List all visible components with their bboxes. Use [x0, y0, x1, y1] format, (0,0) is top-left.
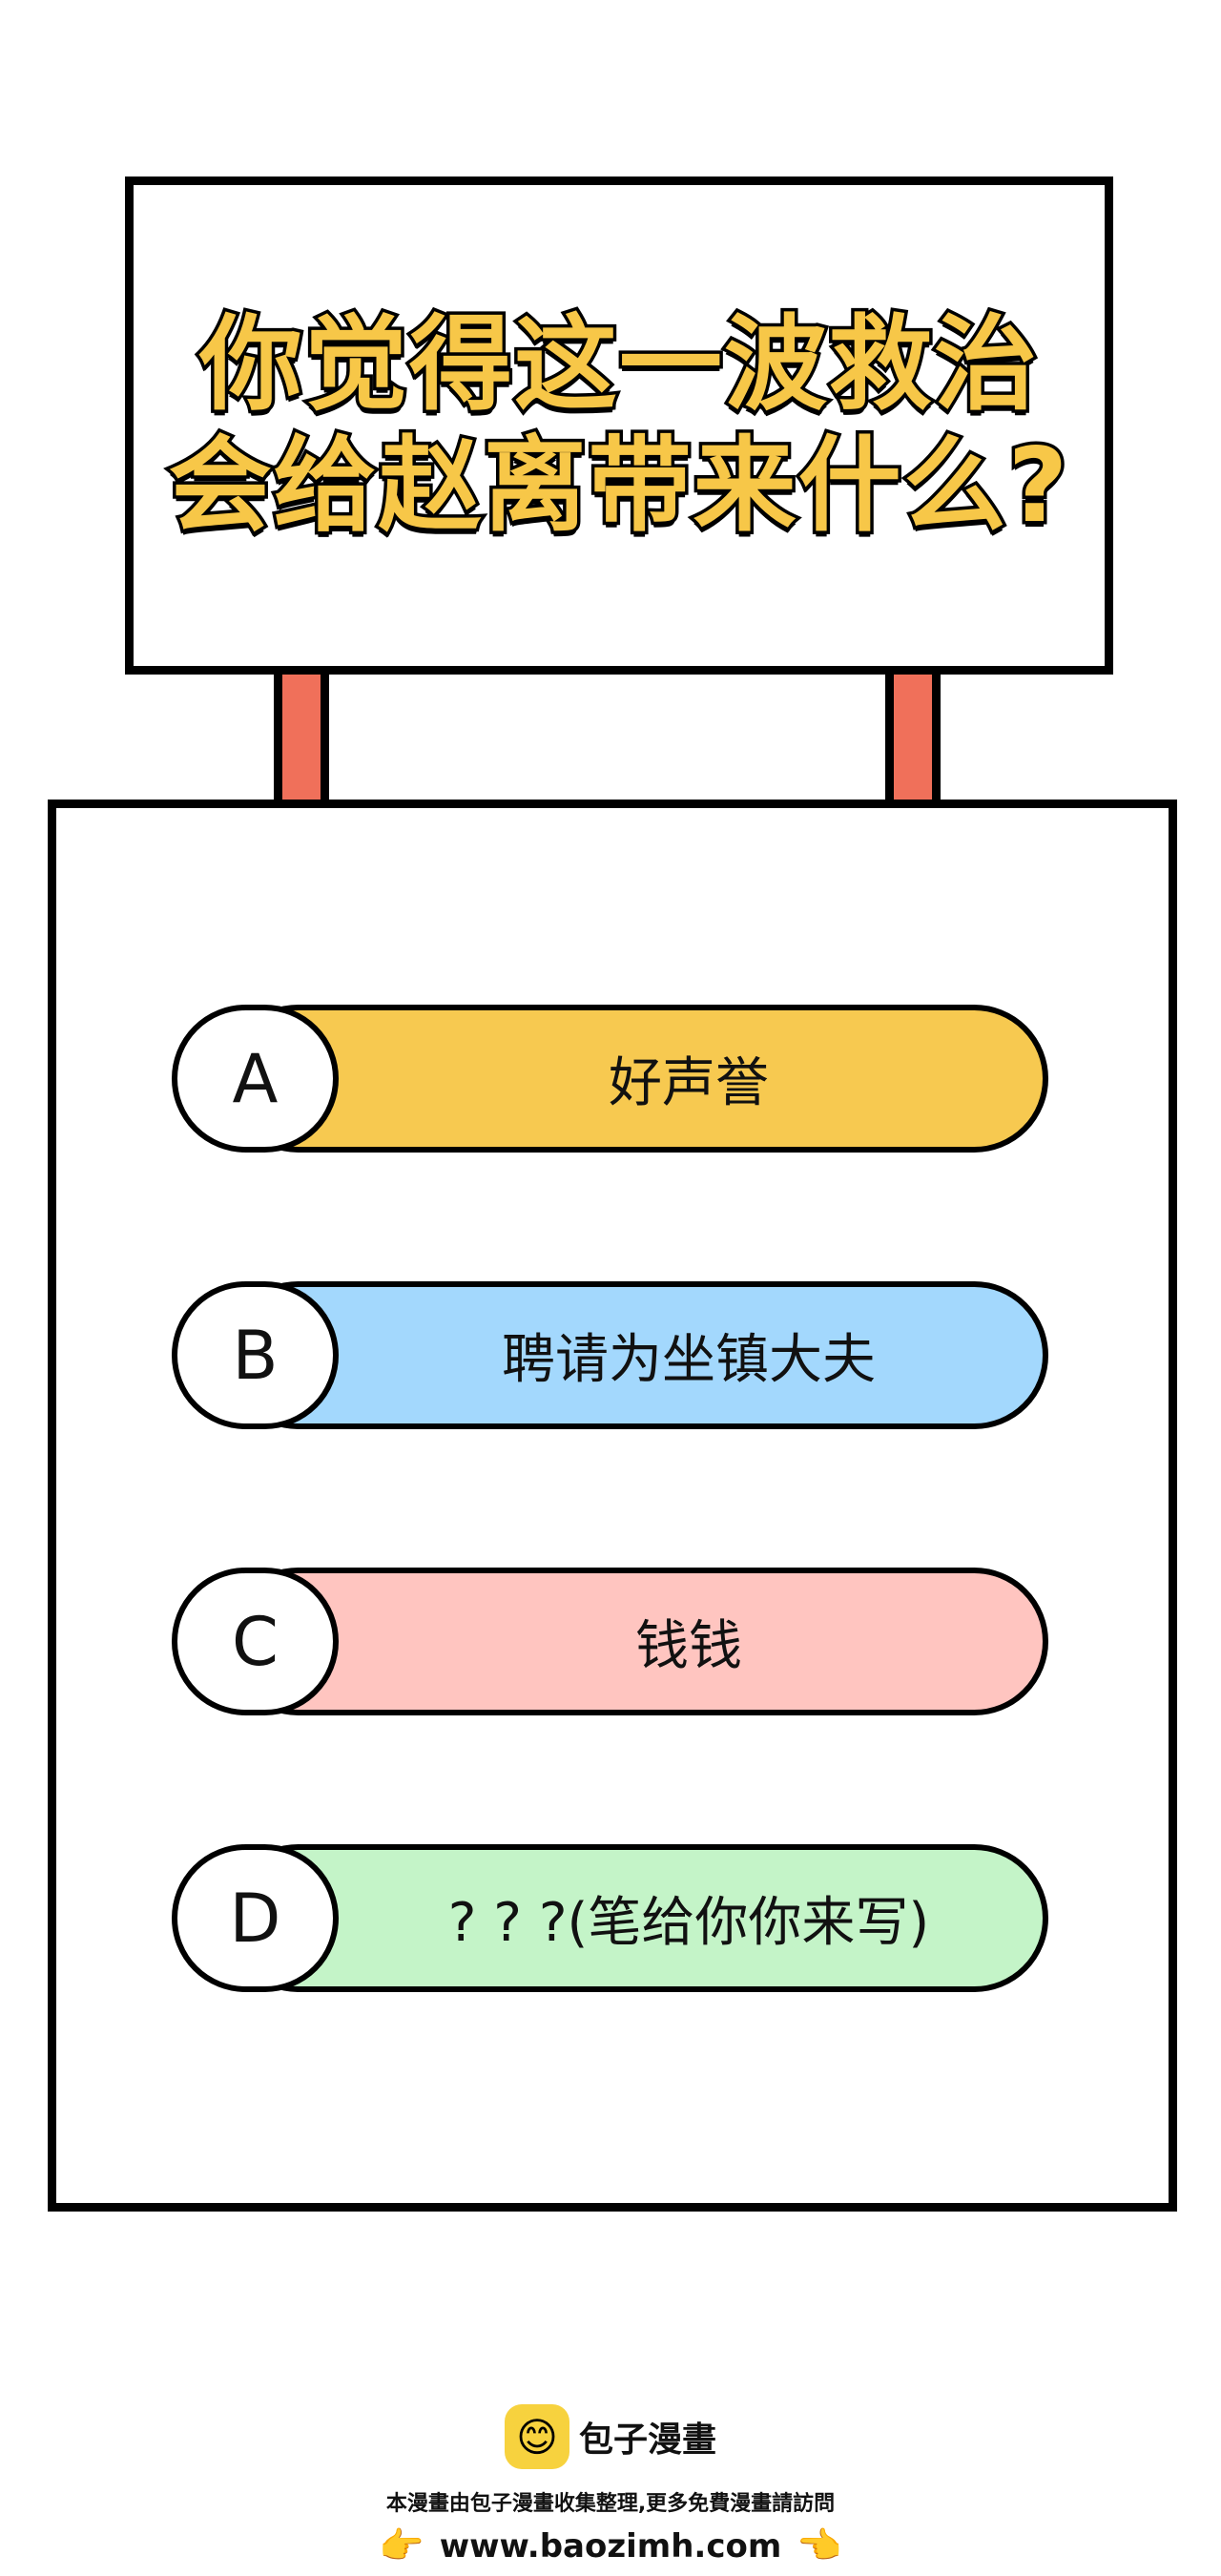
brand-name: 包子漫畫	[578, 2420, 716, 2460]
option-b-text: 聘请为坐镇大夫	[502, 1329, 876, 1391]
option-b-pill[interactable]: 聘请为坐镇大夫	[224, 1281, 1048, 1429]
question-title-line-1: 你觉得这一波救治	[196, 301, 1040, 427]
option-c-text: 钱钱	[635, 1615, 742, 1677]
footer-note: 本漫畫由包子漫畫收集整理,更多免費漫畫請訪問	[385, 2492, 836, 2516]
question-sign-board: 你觉得这一波救治 会给赵离带来什么?	[125, 177, 1113, 675]
option-d-letter: D	[172, 1844, 339, 1992]
option-b[interactable]: 聘请为坐镇大夫 B	[172, 1281, 1048, 1429]
brand-row[interactable]: 😊 包子漫畫	[0, 2404, 1221, 2469]
option-a-text: 好声誉	[609, 1052, 769, 1114]
hand-pointing-right-icon: 👉	[379, 2524, 424, 2566]
bun-mascot-icon: 😊	[504, 2404, 569, 2469]
hand-pointing-left-icon: 👈	[797, 2524, 842, 2566]
site-url-link[interactable]: www.baozimh.com	[439, 2526, 782, 2566]
sign-post-left	[274, 675, 329, 803]
option-c[interactable]: 钱钱 C	[172, 1568, 1048, 1715]
option-a-letter: A	[172, 1005, 339, 1153]
sign-post-right	[885, 675, 941, 803]
option-a[interactable]: 好声誉 A	[172, 1005, 1048, 1153]
option-c-pill[interactable]: 钱钱	[224, 1568, 1048, 1715]
option-c-letter: C	[172, 1568, 339, 1715]
question-title-line-2: 会给赵离带来什么?	[165, 423, 1071, 549]
site-footer: 😊 包子漫畫 本漫畫由包子漫畫收集整理,更多免費漫畫請訪問 👉 www.baoz…	[0, 2404, 1221, 2567]
option-d[interactable]: ? ? ?(笔给你你来写) D	[172, 1844, 1048, 1992]
option-d-text: ? ? ?(笔给你你来写)	[447, 1892, 930, 1954]
url-row: 👉 www.baozimh.com 👈	[0, 2524, 1221, 2567]
option-a-pill[interactable]: 好声誉	[224, 1005, 1048, 1153]
option-b-letter: B	[172, 1281, 339, 1429]
option-d-pill[interactable]: ? ? ?(笔给你你来写)	[224, 1844, 1048, 1992]
